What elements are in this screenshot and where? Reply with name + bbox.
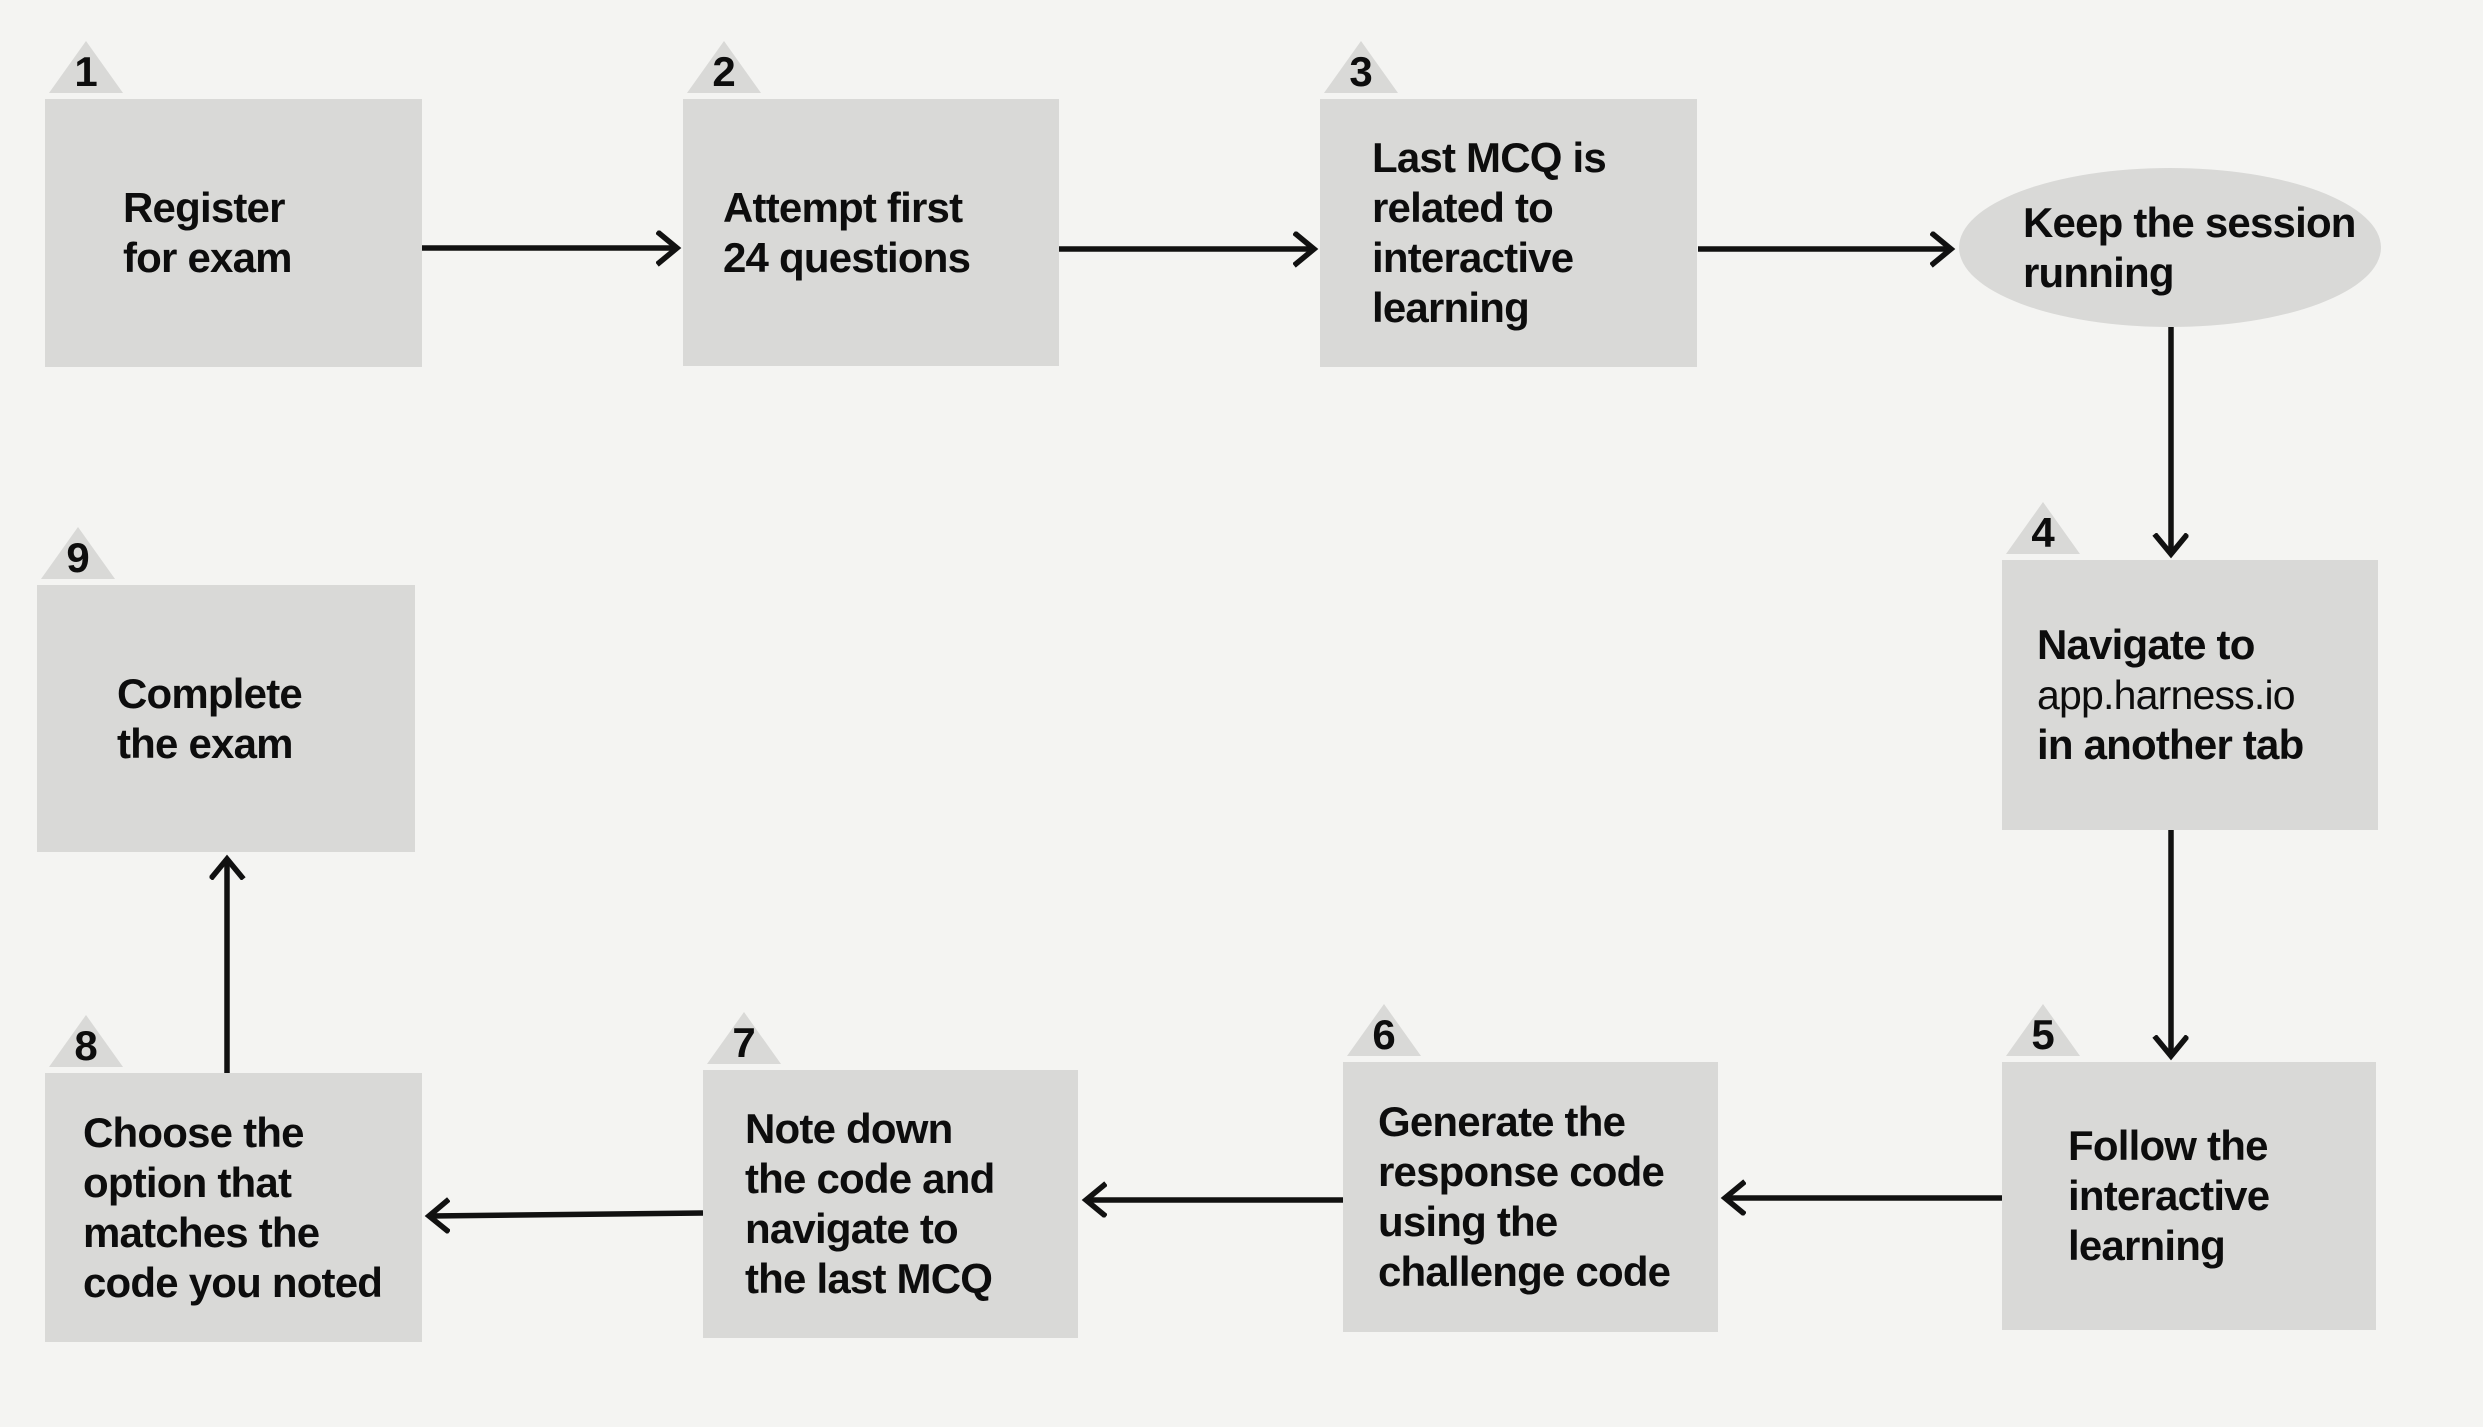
arrow-step7-step8	[430, 1213, 704, 1216]
step-2-marker-triangle: 2	[687, 41, 761, 93]
step-1-number: 1	[74, 48, 98, 95]
step-9-marker-triangle: 9	[41, 527, 115, 579]
step-9-number: 9	[66, 534, 90, 581]
step-4-marker-triangle: 4	[2006, 502, 2080, 554]
step-2-number: 2	[712, 48, 736, 95]
step-6-marker-triangle: 6	[1347, 1004, 1421, 1056]
step-8-number: 8	[74, 1022, 98, 1069]
step-8-marker-triangle: 8	[49, 1015, 123, 1067]
step-7-marker-triangle: 7	[707, 1012, 781, 1064]
step-5-marker-triangle: 5	[2006, 1004, 2080, 1056]
step-7-number: 7	[732, 1019, 756, 1066]
step-5-number: 5	[2031, 1011, 2055, 1058]
step-4-number: 4	[2031, 509, 2055, 556]
step-3-number: 3	[1349, 48, 1373, 95]
step-3-marker-triangle: 3	[1324, 41, 1398, 93]
step-6-number: 6	[1372, 1011, 1396, 1058]
step-1-marker-triangle: 1	[49, 41, 123, 93]
